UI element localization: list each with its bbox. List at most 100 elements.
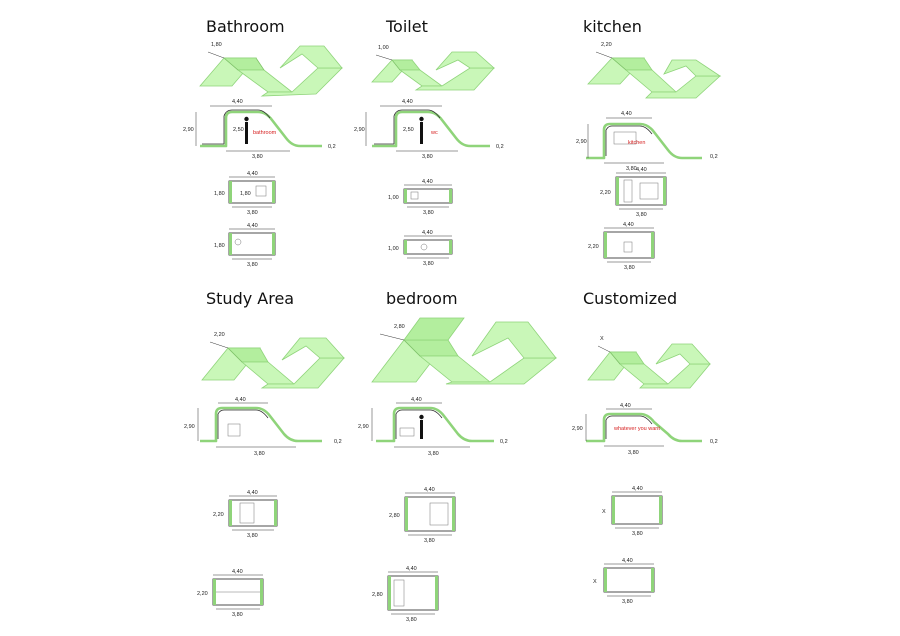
section-view: whatever you want 4,40 2,90 3,80 0,2: [572, 403, 718, 456]
dim-sec-bot: 3,80: [428, 451, 439, 457]
section-view: 4,40 2,90 3,80 0,2: [184, 397, 342, 457]
dim-sec-top: 4,40: [620, 403, 631, 409]
dim-sec-h: 2,90: [354, 127, 365, 133]
section-view: kitchen 4,40 2,90 3,80 0,2: [576, 111, 718, 172]
space-label: bathroom: [253, 130, 277, 136]
dim-sec-top: 4,40: [232, 99, 243, 105]
module-study-area: Study Area 2,20 4,40 2,90 3,80 0,2: [184, 289, 345, 618]
dim-p2-top: 4,40: [247, 223, 258, 229]
plan-view-2: 4,40 2,20 3,80: [197, 569, 264, 618]
plan-view-2: 4,40 X 3,80: [593, 558, 655, 605]
dim-p2-bot: 3,80: [423, 261, 434, 267]
dim-p2-top: 4,40: [422, 230, 433, 236]
dim-p1-top: 4,40: [247, 490, 258, 496]
plan-view-1: 4,40 1,00 3,80: [388, 179, 453, 216]
dim-sec-th: 0,2: [334, 439, 342, 445]
dim-p1-in: 1,80: [240, 191, 251, 197]
iso-view: 1,00: [371, 45, 496, 91]
dim-sec-th: 0,2: [710, 154, 718, 160]
module-title: kitchen: [583, 17, 642, 36]
dim-sec-h: 2,90: [572, 426, 583, 432]
dim-p2-bot: 3,80: [406, 617, 417, 623]
dim-p1-top: 4,40: [636, 167, 647, 173]
dim-p1-bot: 3,80: [632, 531, 643, 537]
dim-p2-top: 4,40: [406, 566, 417, 572]
plan-view-2: 4,40 2,80 3,80: [372, 566, 439, 623]
dim-iso: 1,80: [211, 42, 222, 48]
dim-p2-top: 4,40: [232, 569, 243, 575]
plan-view-1: 4,40 2,20 3,80: [213, 490, 278, 539]
dim-p2-side: 1,80: [214, 243, 225, 249]
module-customized: Customized X whatever you want 4,40 2,90…: [572, 289, 718, 605]
dim-sec-th: 0,2: [500, 439, 508, 445]
dim-p2-bot: 3,80: [247, 262, 258, 268]
dim-sec-top: 4,40: [235, 397, 246, 403]
dim-sec-th: 0,2: [496, 144, 504, 150]
dim-sec-bot: 3,80: [626, 166, 637, 172]
module-title: Customized: [583, 289, 677, 308]
dim-p2-bot: 3,80: [624, 265, 635, 271]
plan-view-1: 4,40 X 3,80: [602, 486, 663, 537]
dim-p2-side: 1,00: [388, 246, 399, 252]
space-label: wc: [430, 130, 438, 136]
iso-view: 1,80: [199, 42, 343, 97]
module-title: Bathroom: [206, 17, 285, 36]
dim-iso: X: [600, 336, 604, 342]
dim-p1-bot: 3,80: [247, 533, 258, 539]
section-view: 4,40 2,90 3,80 0,2: [358, 397, 508, 457]
dim-iso: 2,80: [394, 324, 405, 330]
plan-view-2: 4,40 1,00 3,80: [388, 230, 453, 267]
dim-p1-side: 2,20: [600, 190, 611, 196]
dim-p2-top: 4,40: [622, 558, 633, 564]
dim-sec-bot: 3,80: [252, 154, 263, 160]
dim-sec-h: 2,90: [576, 139, 587, 145]
dim-p1-bot: 3,80: [636, 212, 647, 218]
dim-p2-top: 4,40: [623, 222, 634, 228]
dim-p1-top: 4,40: [247, 171, 258, 177]
plan-view-2: 4,40 1,80 3,80: [214, 223, 276, 268]
dim-sec-top: 4,40: [411, 397, 422, 403]
dim-p1-bot: 3,80: [247, 210, 258, 216]
module-toilet: Toilet 1,00 wc 4,40 2,90 2,50 3,80 0,2: [354, 17, 504, 267]
dim-iso: 2,20: [214, 332, 225, 338]
dim-p2-bot: 3,80: [232, 612, 243, 618]
space-label: kitchen: [628, 140, 645, 146]
plan-view-1: 4,40 2,80 3,80: [389, 487, 456, 544]
space-label: whatever you want: [613, 426, 660, 432]
section-view: wc 4,40 2,90 2,50 3,80 0,2: [354, 99, 504, 160]
dim-sec-th: 0,2: [328, 144, 336, 150]
dim-sec-top: 4,40: [621, 111, 632, 117]
dim-p1-side: 1,80: [214, 191, 225, 197]
dim-sec-bot: 3,80: [254, 451, 265, 457]
section-view: bathroom 4,40 2,90 2,50 3,80 0,2: [183, 99, 336, 160]
dim-p2-bot: 3,80: [622, 599, 633, 605]
dim-iso: 2,20: [601, 42, 612, 48]
dim-p2-side: X: [593, 579, 597, 585]
dim-p1-side: 2,20: [213, 512, 224, 518]
dim-p1-side: X: [602, 509, 606, 515]
dim-sec-top: 4,40: [402, 99, 413, 105]
module-kitchen: kitchen 2,20 kitchen 4,40 2,90 3,80 0,2: [576, 17, 722, 271]
module-title: bedroom: [386, 289, 458, 308]
plan-view-2: 4,40 2,20 3,80: [588, 222, 655, 271]
module-bedroom: bedroom 2,80 4,40 2,90 3,80 0,2: [358, 289, 558, 623]
plan-view-1: 4,40 1,80 1,80 3,80: [214, 171, 276, 216]
dim-sec-in: 2,50: [233, 127, 244, 133]
dim-sec-th: 0,2: [710, 439, 718, 445]
module-title: Study Area: [206, 289, 294, 308]
dim-p1-top: 4,40: [422, 179, 433, 185]
plan-view-1: 4,40 2,20 3,80: [600, 167, 667, 218]
dim-p2-side: 2,20: [588, 244, 599, 250]
dim-p1-top: 4,40: [424, 487, 435, 493]
dim-p1-side: 2,80: [389, 513, 400, 519]
module-title: Toilet: [385, 17, 428, 36]
dim-p2-side: 2,20: [197, 591, 208, 597]
module-bathroom: Bathroom 1,80 bathroom 4,40 2,90 2,50: [183, 17, 343, 268]
dim-iso: 1,00: [378, 45, 389, 51]
dim-p1-bot: 3,80: [424, 538, 435, 544]
dim-sec-in: 2,50: [403, 127, 414, 133]
dim-p1-bot: 3,80: [423, 210, 434, 216]
dim-p1-side: 1,00: [388, 195, 399, 201]
iso-view: X: [587, 336, 711, 389]
